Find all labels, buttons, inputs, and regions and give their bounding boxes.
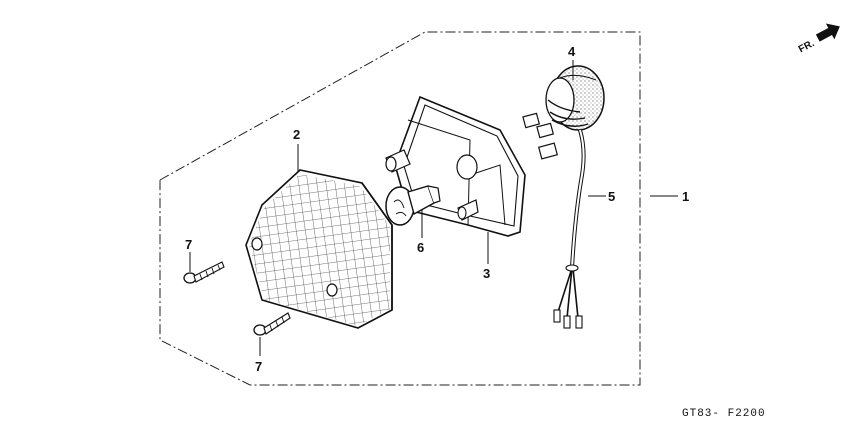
front-direction-arrow-icon: FR. — [797, 23, 840, 55]
leader-lines — [189, 60, 678, 356]
wire-harness — [553, 129, 586, 329]
screw-upper — [183, 261, 225, 284]
callout-7-upper: 7 — [185, 237, 192, 252]
callout-4: 4 — [568, 44, 576, 59]
callout-5: 5 — [608, 189, 615, 204]
direction-label: FR. — [797, 38, 817, 55]
bulb — [385, 185, 441, 226]
callout-2: 2 — [293, 127, 300, 142]
screw-lower — [253, 312, 291, 336]
tail-light-lens — [245, 169, 393, 329]
socket — [522, 65, 605, 160]
callout-7-lower: 7 — [255, 359, 262, 374]
callout-3: 3 — [483, 266, 490, 281]
callout-6: 6 — [417, 240, 424, 255]
callout-1: 1 — [682, 189, 689, 204]
assembly-boundary — [159, 31, 641, 386]
drawing-code: GT83- F2200 — [682, 408, 766, 420]
